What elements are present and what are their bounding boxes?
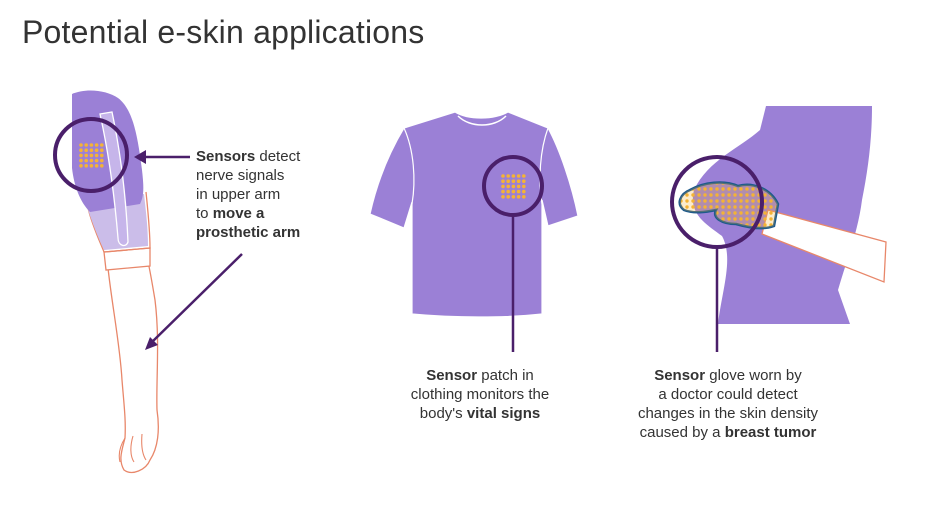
- arm-rod: [99, 111, 129, 247]
- sensor-dot: [84, 158, 88, 163]
- forearm-arrow-line: [151, 253, 243, 343]
- sensor-dot: [79, 153, 83, 158]
- sensor-dot: [84, 153, 88, 158]
- shirt-caption-text-2: clothing monitors the: [410, 386, 550, 403]
- sensor-dot: [100, 148, 104, 152]
- sensor-dot: [516, 195, 521, 199]
- arm-caption-text-1: detect: [255, 148, 301, 165]
- sensor-dot: [79, 148, 83, 152]
- sensor-dot: [94, 148, 99, 152]
- page-title: Potential e-skin applications: [22, 14, 425, 50]
- sensor-dot: [94, 153, 99, 158]
- glove-caption-text-3: changes in the skin density: [637, 405, 819, 422]
- sensor-dot: [100, 143, 104, 147]
- sensor-dot: [100, 158, 104, 163]
- sensor-dot: [79, 158, 83, 163]
- sensor-dot: [84, 143, 88, 147]
- sensor-dot: [94, 158, 99, 163]
- shirt-collar: [457, 115, 507, 126]
- socket-outline: [87, 191, 151, 253]
- sensor-dot: [522, 189, 526, 194]
- sensor-dot: [506, 179, 511, 183]
- glove-caption-bold-1: Sensor: [654, 367, 706, 384]
- sensor-dot: [511, 174, 516, 178]
- sensor-dot: [94, 164, 99, 168]
- arm-caption-bold-1: Sensors: [196, 148, 256, 165]
- sensor-dot: [84, 164, 88, 168]
- sensor-dot: [511, 189, 516, 194]
- arm-caption-bold-4: move a: [212, 205, 265, 222]
- sensor-dot: [511, 184, 516, 189]
- sensor-dot: [79, 143, 83, 147]
- shirt-caption-bold-1: Sensor: [426, 367, 478, 384]
- sensor-glove: [678, 181, 780, 230]
- shirt-caption-text-3: body's: [419, 405, 467, 422]
- glove-caption-text-4: caused by a: [639, 424, 725, 441]
- sensor-dot: [501, 195, 505, 199]
- arm-caption: Sensors detect nerve signals in upper ar…: [196, 147, 346, 242]
- forearm-arrowhead-icon: [145, 337, 158, 350]
- shirt-caption-text-1: patch in: [477, 367, 534, 384]
- sensor-dot: [506, 189, 511, 194]
- sensor-dot: [511, 195, 516, 199]
- sensor-dot: [89, 148, 94, 152]
- sensor-dot: [522, 184, 526, 189]
- sensor-dot: [89, 158, 94, 163]
- sensor-dot: [516, 174, 521, 178]
- arm-caption-text-2: nerve signals: [196, 167, 285, 184]
- sensor-dot: [89, 164, 94, 168]
- sensor-dot: [511, 179, 516, 183]
- forearm-outline: [107, 261, 159, 474]
- sensor-dot: [79, 164, 83, 168]
- arm-caption-text-3: in upper arm: [196, 186, 281, 203]
- glove-highlight-circle: [670, 155, 764, 249]
- shirt-sleeve-seam-left: [403, 127, 415, 205]
- hand-fingers-outline: [118, 433, 147, 463]
- sensor-dot: [501, 179, 505, 183]
- sensor-dot: [522, 174, 526, 178]
- sensor-dot: [501, 184, 505, 189]
- shirt-sensor-patch: [501, 174, 526, 199]
- sensor-dot: [522, 179, 526, 183]
- arm-illustration: [53, 90, 243, 474]
- sensor-dot: [516, 179, 521, 183]
- glove-caption-bold-4: breast tumor: [724, 424, 817, 441]
- glove-caption-text-1: glove worn by: [705, 367, 802, 384]
- sensor-dot: [516, 184, 521, 189]
- arm-arrowhead-icon: [134, 150, 146, 164]
- glove-fill-under: [679, 182, 778, 229]
- sensor-dot: [506, 195, 511, 199]
- sensor-dot: [506, 184, 511, 189]
- t-shirt: [369, 111, 579, 318]
- shirt-illustration: [369, 111, 579, 352]
- sensor-dot: [506, 174, 511, 178]
- shirt-caption: Sensor patch in clothing monitors the bo…: [380, 366, 580, 423]
- arm-caption-bold-5: prosthetic arm: [196, 224, 301, 241]
- sensor-dot: [100, 164, 104, 168]
- sensor-dot: [100, 153, 104, 158]
- arm-sensor-patch: [79, 143, 104, 168]
- sensor-dot: [501, 189, 505, 194]
- shirt-caption-bold-3: vital signs: [466, 405, 541, 422]
- sensor-dot: [94, 143, 99, 147]
- sensor-dot: [89, 143, 94, 147]
- glove-illustration: [670, 106, 887, 352]
- glove-caption-text-2: a doctor could detect: [658, 386, 798, 403]
- sensor-dot: [522, 195, 526, 199]
- sensor-dot: [516, 189, 521, 194]
- sensor-dot: [89, 153, 94, 158]
- arm-highlight-circle: [53, 117, 129, 193]
- sensor-dot: [84, 148, 88, 152]
- shirt-highlight-circle: [482, 155, 544, 217]
- arm-caption-text-4: to: [196, 205, 213, 222]
- glove-caption: Sensor glove worn by a doctor could dete…: [612, 366, 844, 442]
- sensor-dot: [501, 174, 505, 178]
